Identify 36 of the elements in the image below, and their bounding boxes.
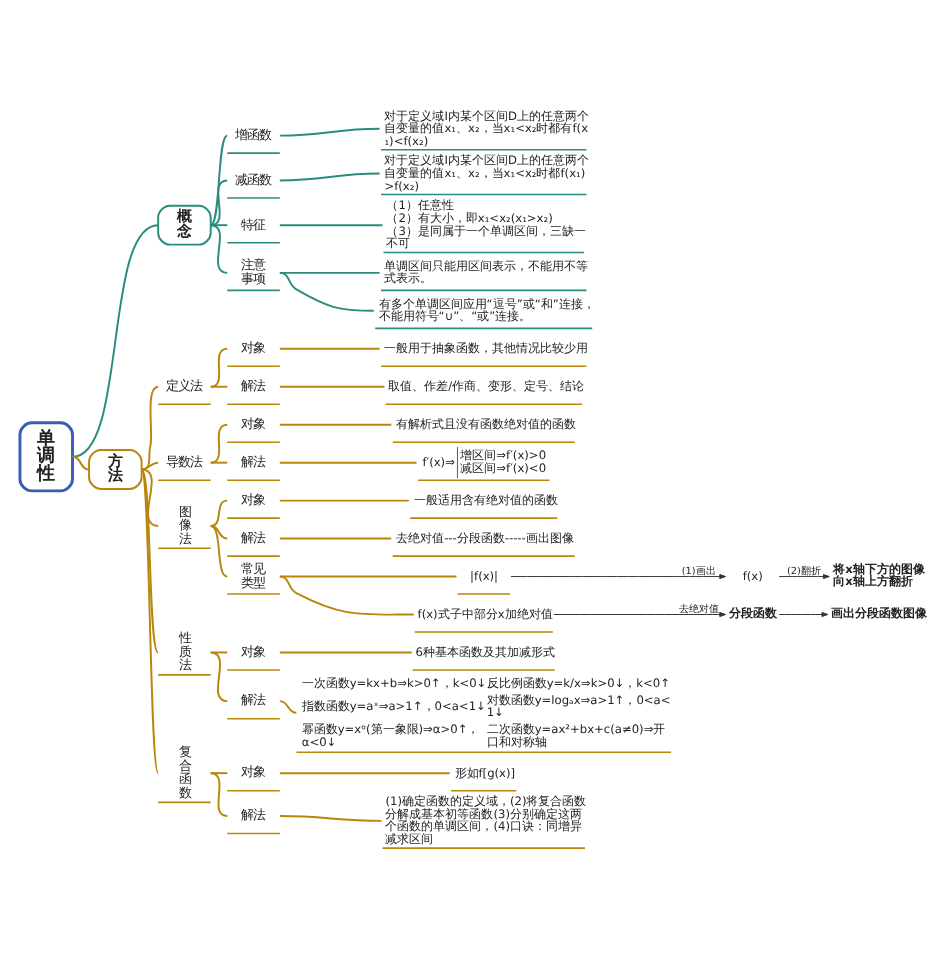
connector — [278, 772, 451, 775]
connector — [278, 651, 413, 654]
connector — [278, 271, 381, 274]
connector — [278, 347, 381, 350]
arrow — [778, 574, 830, 580]
connector — [209, 385, 229, 388]
connector — [278, 700, 298, 714]
connector — [278, 499, 410, 502]
connector — [278, 127, 381, 137]
connector — [140, 468, 160, 654]
arrow — [778, 611, 829, 618]
connector — [209, 347, 229, 388]
connector — [278, 224, 384, 227]
connector — [278, 461, 418, 464]
connector — [209, 423, 229, 464]
connector — [71, 455, 91, 471]
connector — [209, 524, 229, 540]
connector — [278, 575, 415, 616]
connector — [278, 423, 393, 426]
arrow — [553, 611, 727, 618]
connector — [278, 385, 386, 388]
connector — [140, 385, 160, 471]
connector — [278, 172, 381, 182]
connector — [209, 461, 229, 464]
node-box: 单调性 — [18, 421, 74, 493]
connector — [278, 575, 458, 578]
connector — [140, 468, 160, 775]
connector — [140, 461, 160, 471]
connector — [71, 224, 160, 458]
connector — [209, 524, 229, 578]
connector — [278, 271, 375, 312]
connector — [278, 815, 383, 822]
arrow — [510, 574, 727, 580]
connector — [209, 499, 229, 527]
connector — [278, 537, 393, 540]
connector — [140, 468, 160, 527]
